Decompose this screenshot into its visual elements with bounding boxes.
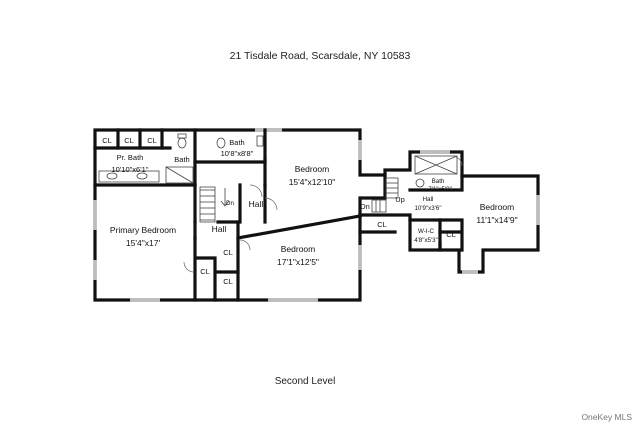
bedroom-top-name: Bedroom [295, 164, 330, 174]
bedroom-right-name: Bedroom [480, 202, 515, 212]
bath-small-label: Bath [174, 155, 189, 164]
room-labels: CL CL CL Pr. Bath 10'10"x6'1" Bath Bath … [102, 136, 517, 286]
hall-right-dims: 10'9"x3'6" [414, 205, 441, 212]
closet-label-7: CL [377, 220, 387, 229]
bedroom-top-dims: 15'4"x12'10" [289, 177, 336, 187]
primary-bedroom-name: Primary Bedroom [110, 225, 176, 235]
up-label-right: Up [395, 195, 405, 204]
closet-label-6: CL [223, 277, 233, 286]
watermark: OneKey MLS [581, 412, 632, 422]
stair-down-label: Dn [226, 200, 234, 207]
down-label-right: Dn [360, 202, 370, 211]
plan-title: 21 Tisdale Road, Scarsdale, NY 10583 [229, 50, 411, 62]
wic-name: W-I-C [418, 228, 435, 235]
primary-bath-name: Pr. Bath [117, 153, 144, 162]
closet-label-3: CL [147, 136, 157, 145]
bedroom-right-dims: 11'1"x14'9" [476, 215, 517, 225]
hall-left-label: Hall [212, 224, 227, 234]
bedroom-mid-dims: 17'1"x12'5" [277, 257, 319, 267]
hall-right-name: Hall [423, 196, 434, 203]
interior-walls [93, 128, 464, 302]
bath-top-name: Bath [229, 138, 244, 147]
exterior-walls [93, 128, 540, 302]
closet-label-4: CL [223, 248, 233, 257]
doors [183, 155, 463, 273]
windows [93, 128, 540, 302]
bedroom-mid-name: Bedroom [281, 244, 316, 254]
wic-dims: 4'8"x5'3" [414, 237, 438, 244]
fixtures [98, 133, 458, 223]
closet-label-2: CL [124, 136, 134, 145]
primary-bedroom-dims: 15'4"x17' [126, 238, 161, 248]
primary-bath-dims: 10'10"x6'1" [112, 165, 149, 174]
closet-label-1: CL [102, 136, 112, 145]
bath-right-dims: 7'1"x5'9" [428, 186, 452, 193]
closet-label-5: CL [200, 267, 210, 276]
level-label: Second Level [274, 376, 336, 387]
closet-label-8: CL [446, 230, 456, 239]
hall-center-label: Hall [249, 199, 264, 209]
bath-right-name: Bath [432, 178, 445, 185]
bath-top-dims: 10'8"x8'8" [221, 149, 254, 158]
